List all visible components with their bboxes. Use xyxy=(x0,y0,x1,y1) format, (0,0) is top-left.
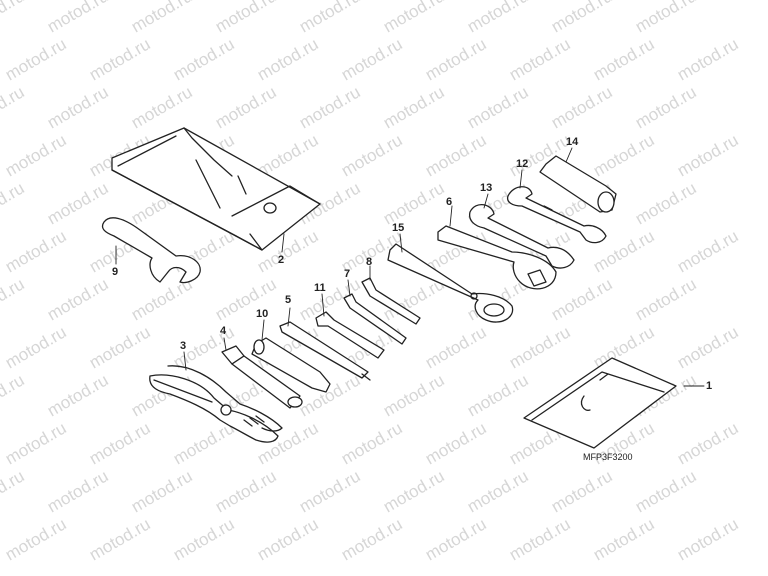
pliers-drawing xyxy=(149,365,283,443)
open-wrench-13-drawing xyxy=(468,204,575,269)
callout-3: 3 xyxy=(180,340,187,352)
callout-15: 15 xyxy=(392,222,405,234)
callout-6: 6 xyxy=(446,196,453,208)
diagram-reference-code: MFP3F3200 xyxy=(583,452,633,462)
callout-8: 8 xyxy=(366,256,373,268)
callout-2: 2 xyxy=(278,254,285,266)
callout-9: 9 xyxy=(112,266,119,278)
callout-1: 1 xyxy=(706,380,713,392)
leader-lines xyxy=(115,147,705,387)
callout-12: 12 xyxy=(516,158,529,170)
socket-wrench-drawing xyxy=(221,345,303,409)
callout-7: 7 xyxy=(344,268,351,280)
combination-wrench-6-drawing xyxy=(437,225,557,290)
small-wrench-drawing xyxy=(315,311,385,359)
callout-14: 14 xyxy=(566,136,579,148)
callout-10: 10 xyxy=(256,308,269,320)
callout-5: 5 xyxy=(285,294,292,306)
handle-drawing xyxy=(539,155,617,213)
pin-spanner-drawing xyxy=(101,217,201,284)
tool-bag-drawing xyxy=(111,127,321,251)
callout-11: 11 xyxy=(314,282,326,294)
hex-key-7-drawing xyxy=(343,293,407,345)
box-wrench-drawing xyxy=(387,243,514,323)
callout-13: 13 xyxy=(480,182,493,194)
owners-manual-drawing xyxy=(523,357,677,449)
open-wrench-12-drawing xyxy=(506,186,607,244)
callout-4: 4 xyxy=(220,325,227,337)
extension-bar-drawing xyxy=(251,337,331,393)
